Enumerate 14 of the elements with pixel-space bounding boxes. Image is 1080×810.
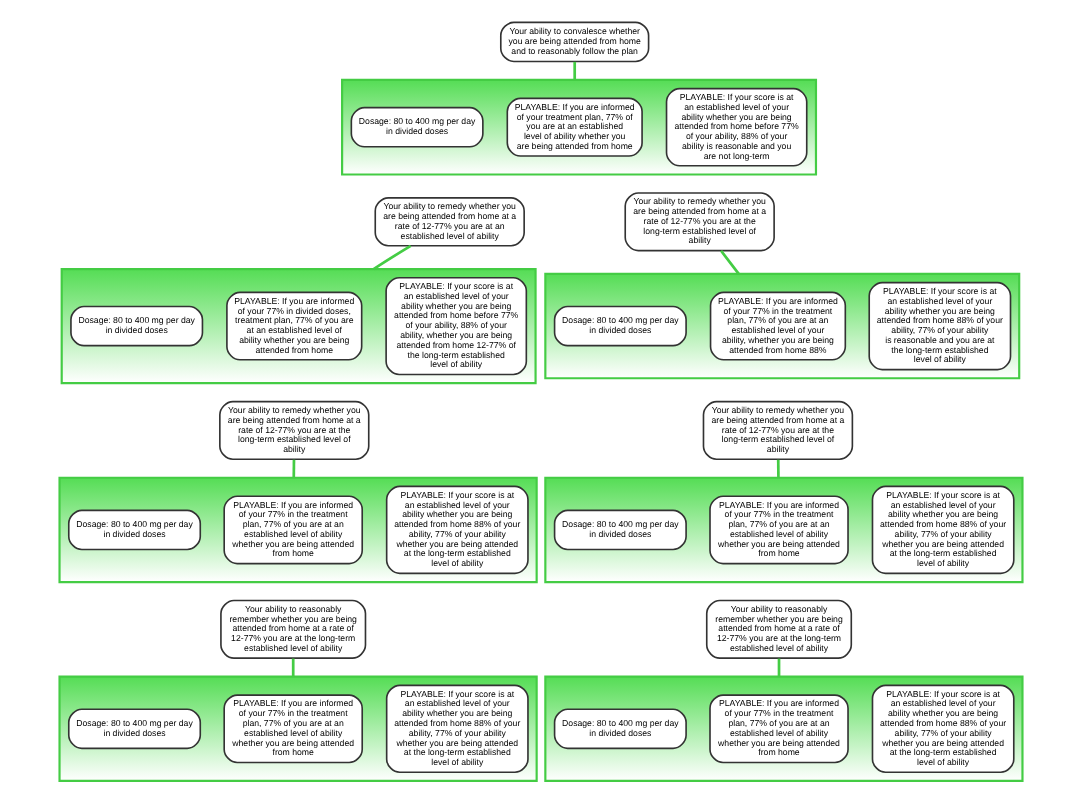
connector — [291, 458, 295, 477]
cluster — [57, 674, 537, 782]
cluster — [57, 475, 537, 583]
connector — [775, 458, 779, 477]
cluster — [59, 266, 536, 384]
cluster — [543, 271, 1020, 379]
cluster — [543, 475, 1023, 583]
connector — [290, 657, 294, 676]
cluster — [340, 77, 817, 175]
connector — [776, 657, 780, 676]
connector — [572, 60, 576, 79]
cluster — [543, 674, 1023, 782]
connector — [371, 243, 411, 270]
connector — [719, 248, 739, 274]
